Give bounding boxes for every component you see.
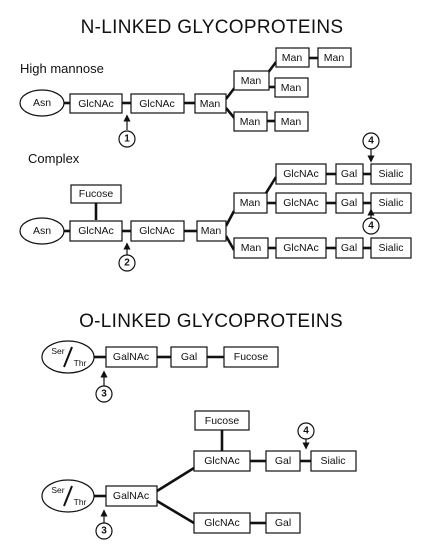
complex-glcnac-branch-2: GlcNAc xyxy=(275,192,327,214)
complex-man-core: Man xyxy=(196,220,227,242)
gal-label: Gal xyxy=(275,455,291,467)
complex-sialic-3: Sialic xyxy=(370,237,412,259)
glcnac-label: GlcNAc xyxy=(283,197,319,209)
o-linked-glcnac-upper: GlcNAc xyxy=(193,450,251,472)
fucose-label: Fucose xyxy=(79,188,114,200)
high-mannose-man-branch-upper: Man xyxy=(233,70,270,91)
glcnac-label: GlcNAc xyxy=(139,98,175,110)
man-label: Man xyxy=(324,52,345,64)
svg-text:3: 3 xyxy=(101,526,107,537)
o-linked-gal-1: Gal xyxy=(170,346,208,368)
high-mannose-man-lower-end: Man xyxy=(274,111,309,132)
glcnac-label: GlcNAc xyxy=(283,242,319,254)
gal-label: Gal xyxy=(341,242,357,254)
complex-gal-3: Gal xyxy=(335,237,364,259)
man-label: Man xyxy=(241,75,262,87)
site-1-marker: 1 xyxy=(118,114,136,148)
o-linked-fucose-1: Fucose xyxy=(223,346,279,368)
sialic-label: Sialic xyxy=(320,455,345,467)
o-linked-ser-thr-1: Ser Thr xyxy=(41,340,95,374)
n-linked-title: N-LINKED GLYCOPROTEINS xyxy=(81,17,344,38)
man-label: Man xyxy=(281,82,302,94)
glcnac-label: GlcNAc xyxy=(204,517,240,529)
asn-label: Asn xyxy=(33,225,51,237)
man-label: Man xyxy=(201,225,222,237)
sialic-label: Sialic xyxy=(378,242,403,254)
o-linked-gal-upper: Gal xyxy=(265,450,301,472)
svg-text:3: 3 xyxy=(101,389,107,400)
man-label: Man xyxy=(241,242,262,254)
fucose-label: Fucose xyxy=(205,415,240,427)
high-mannose-man-mid: Man xyxy=(274,77,309,98)
fucose-label: Fucose xyxy=(234,351,269,363)
o-linked-sialic: Sialic xyxy=(310,450,357,472)
complex-glcnac-branch-3: GlcNAc xyxy=(275,237,327,259)
o-linked-complex-edges xyxy=(94,430,311,525)
complex-asn: Asn xyxy=(19,217,65,245)
site-3-marker-complex: 3 xyxy=(95,509,113,540)
o-linked-galnac-2: GalNAc xyxy=(105,485,158,507)
man-label: Man xyxy=(200,98,221,110)
o-linked-galnac-1: GalNAc xyxy=(105,346,158,368)
o-linked-ser-thr-2: Ser Thr xyxy=(41,479,95,513)
complex-man-lower: Man xyxy=(233,237,269,259)
site-3-marker-simple: 3 xyxy=(95,370,113,403)
man-label: Man xyxy=(282,52,303,64)
gal-label: Gal xyxy=(181,351,197,363)
high-mannose-man-branch-lower: Man xyxy=(233,111,268,132)
sialic-label: Sialic xyxy=(378,197,403,209)
man-label: Man xyxy=(240,116,261,128)
complex-label: Complex xyxy=(28,151,80,166)
complex-glcnac-2: GlcNAc xyxy=(130,220,185,242)
glcnac-label: GlcNAc xyxy=(78,98,114,110)
galnac-label: GalNAc xyxy=(113,351,149,363)
glcnac-label: GlcNAc xyxy=(139,225,175,237)
complex-glcnac-branch-1: GlcNAc xyxy=(275,163,327,185)
high-mannose-glcnac-1: GlcNAc xyxy=(69,93,123,114)
glcnac-label: GlcNAc xyxy=(204,455,240,467)
gal-label: Gal xyxy=(341,168,357,180)
svg-text:4: 4 xyxy=(368,221,374,232)
o-linked-title: O-LINKED GLYCOPROTEINS xyxy=(79,311,343,332)
gal-label: Gal xyxy=(341,197,357,209)
glcnac-label: GlcNAc xyxy=(78,225,114,237)
thr-label: Thr xyxy=(74,358,87,368)
high-mannose-label: High mannose xyxy=(20,61,104,76)
complex-fucose: Fucose xyxy=(70,184,122,204)
complex-sialic-2: Sialic xyxy=(370,192,412,214)
o-linked-glcnac-lower: GlcNAc xyxy=(193,512,251,534)
ser-label: Ser xyxy=(51,346,64,356)
svg-text:4: 4 xyxy=(303,426,309,437)
man-label: Man xyxy=(240,197,261,209)
o-linked-gal-lower: Gal xyxy=(265,512,301,534)
complex-sialic-1: Sialic xyxy=(370,163,412,185)
high-mannose-asn: Asn xyxy=(19,89,65,117)
svg-text:1: 1 xyxy=(124,134,130,145)
thr-label: Thr xyxy=(74,497,87,507)
high-mannose-glcnac-2: GlcNAc xyxy=(130,93,185,114)
site-4-marker-complex-top: 4 xyxy=(362,132,380,163)
svg-text:4: 4 xyxy=(368,136,374,147)
gal-label: Gal xyxy=(275,517,291,529)
galnac-label: GalNAc xyxy=(113,490,149,502)
complex-gal-1: Gal xyxy=(335,163,364,185)
man-label: Man xyxy=(281,116,302,128)
site-4-marker-complex-mid: 4 xyxy=(362,208,380,235)
sialic-label: Sialic xyxy=(378,168,403,180)
high-mannose-man-core: Man xyxy=(194,93,227,114)
site-2-marker: 2 xyxy=(118,242,136,272)
svg-text:2: 2 xyxy=(124,258,130,269)
complex-man-upper: Man xyxy=(233,192,268,214)
ser-label: Ser xyxy=(51,485,64,495)
complex-gal-2: Gal xyxy=(335,192,364,214)
glcnac-label: GlcNAc xyxy=(283,168,319,180)
o-linked-fucose-2: Fucose xyxy=(194,410,250,431)
complex-glcnac-1: GlcNAc xyxy=(69,220,123,242)
site-4-marker-o-linked: 4 xyxy=(297,422,315,450)
high-mannose-man-top-1: Man xyxy=(275,47,310,68)
high-mannose-man-top-2: Man xyxy=(317,47,352,68)
asn-label: Asn xyxy=(33,97,51,109)
